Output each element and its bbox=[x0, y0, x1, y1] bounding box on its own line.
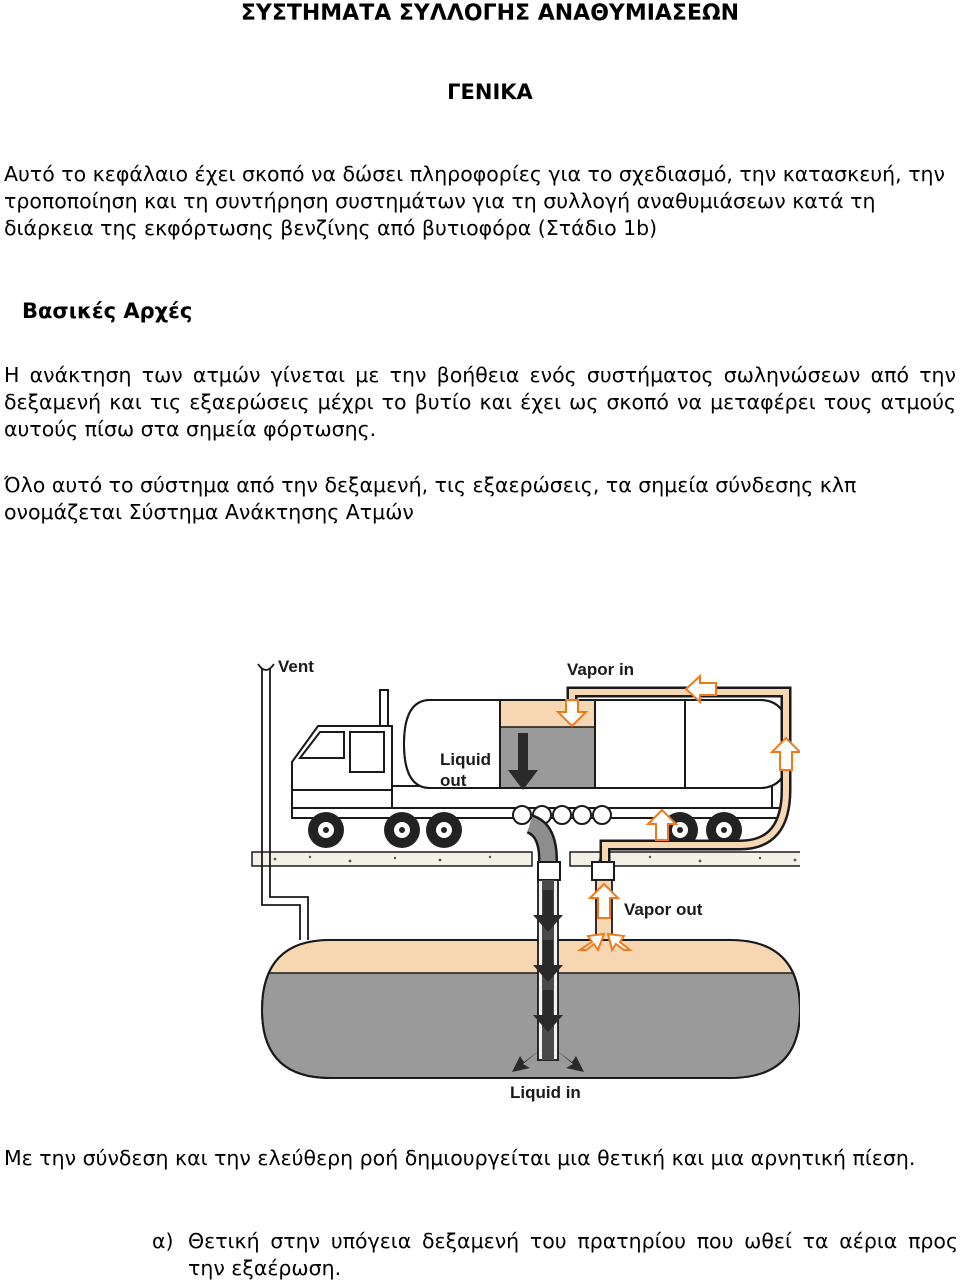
label-vent: Vent bbox=[278, 657, 314, 676]
label-liquid-out-line2: out bbox=[440, 771, 467, 790]
liquid-hose bbox=[525, 814, 615, 881]
liquid-flow-arrows bbox=[508, 733, 584, 1072]
vent-pipe bbox=[257, 663, 309, 940]
principles-paragraph: Η ανάκτηση των ατμών γίνεται με την βοήθ… bbox=[4, 363, 956, 441]
tanker-body bbox=[402, 699, 792, 825]
ground-slab bbox=[251, 851, 800, 867]
label-vapor-in: Vapor in bbox=[567, 660, 634, 679]
system-paragraph: Όλο αυτό το σύστημα από την δεξαμενή, τι… bbox=[4, 473, 857, 524]
truck-cab bbox=[291, 689, 393, 809]
vapor-flow-arrows bbox=[555, 673, 800, 953]
label-liquid-out-line1: Liquid bbox=[440, 750, 491, 769]
list-item-marker: α) bbox=[152, 1229, 174, 1253]
list-item-text: Θετική στην υπόγεια δεξαμενή του πρατηρί… bbox=[188, 1229, 958, 1280]
section-heading: ΓΕΝΙΚΑ bbox=[447, 80, 533, 104]
label-vapor-out: Vapor out bbox=[624, 900, 703, 919]
list-item: α) Θετική στην υπόγεια δεξαμενή του πρατ… bbox=[152, 1228, 958, 1282]
intro-paragraph: Αυτό το κεφάλαιο έχει σκοπό να δώσει πλη… bbox=[4, 162, 945, 240]
label-liquid-in: Liquid in bbox=[510, 1083, 581, 1102]
pressure-paragraph: Με την σύνδεση και την ελεύθερη ροή δημι… bbox=[4, 1146, 916, 1170]
subheading: Βασικές Αρχές bbox=[22, 299, 193, 323]
vapor-hose bbox=[566, 686, 792, 880]
vapor-recovery-diagram: Vent Vapor in Liquid out Vapor out Liqui… bbox=[251, 657, 800, 1102]
truck-wheels bbox=[308, 812, 742, 848]
underground-tank bbox=[260, 939, 800, 1079]
document-title: ΣΥΣΤΗΜΑΤΑ ΣΥΛΛΟΓΗΣ ΑΝΑΘΥΜΙΑΣΕΩΝ bbox=[240, 1, 740, 26]
